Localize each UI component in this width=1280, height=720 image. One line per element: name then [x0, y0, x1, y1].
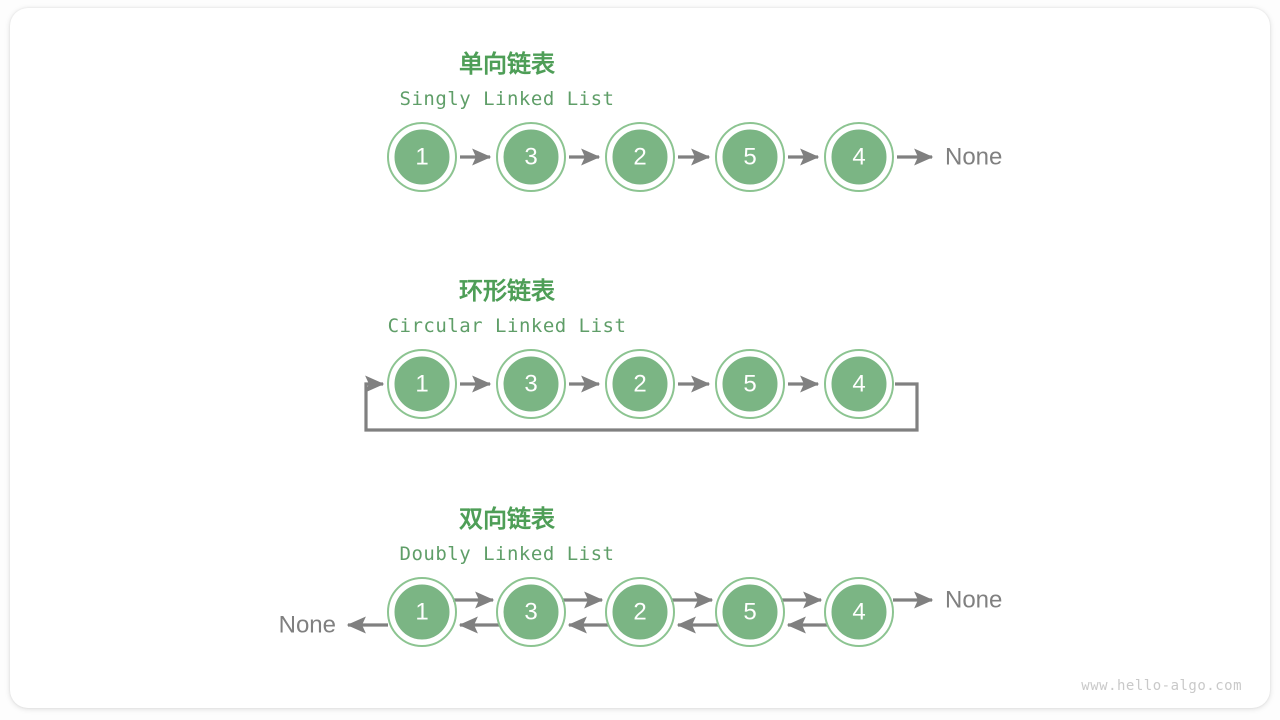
node-label: 5	[743, 371, 756, 398]
list-node[interactable]: 5	[715, 122, 785, 192]
list-node[interactable]: 4	[824, 349, 894, 419]
node-label: 2	[633, 144, 646, 171]
section-doubly: 双向链表 Doubly Linked List	[279, 505, 1002, 647]
node-label: 2	[633, 599, 646, 626]
list-node[interactable]: 2	[605, 349, 675, 419]
list-node[interactable]: 4	[824, 577, 894, 647]
node-label: 1	[415, 371, 428, 398]
list-node[interactable]: 1	[387, 122, 457, 192]
node-label: 2	[633, 371, 646, 398]
node-label: 4	[852, 144, 865, 171]
node-label: 4	[852, 371, 865, 398]
section-singly: 单向链表 Singly Linked List 1	[387, 50, 1002, 192]
node-label: 3	[524, 144, 537, 171]
list-node[interactable]: 3	[496, 577, 566, 647]
section-title-cn-singly: 单向链表	[459, 50, 556, 78]
list-node[interactable]: 5	[715, 349, 785, 419]
circular-loopback-path	[364, 375, 919, 432]
list-node[interactable]: 3	[496, 349, 566, 419]
node-label: 4	[852, 599, 865, 626]
nodes-circular: 1 3 2 5	[387, 349, 894, 419]
section-title-cn-circular: 环形链表	[459, 277, 556, 305]
links-circular	[364, 375, 919, 432]
tail-none-label: None	[945, 144, 1002, 171]
list-node[interactable]: 1	[387, 577, 457, 647]
list-node[interactable]: 1	[387, 349, 457, 419]
list-node[interactable]: 2	[605, 122, 675, 192]
section-title-en-doubly: Doubly Linked List	[400, 543, 615, 565]
list-node[interactable]: 2	[605, 577, 675, 647]
tail-none-label: None	[945, 587, 1002, 614]
section-title-en-singly: Singly Linked List	[400, 88, 615, 110]
section-circular: 环形链表 Circular Linked List 1 3	[364, 277, 919, 432]
node-label: 3	[524, 599, 537, 626]
list-node[interactable]: 5	[715, 577, 785, 647]
node-label: 5	[743, 144, 756, 171]
list-node[interactable]: 4	[824, 122, 894, 192]
nodes-doubly: 1 3 2 5	[387, 577, 894, 647]
node-label: 1	[415, 144, 428, 171]
node-label: 3	[524, 371, 537, 398]
node-label: 5	[743, 599, 756, 626]
head-none-label: None	[279, 612, 336, 639]
section-title-cn-doubly: 双向链表	[459, 505, 556, 533]
nodes-singly: 1 3 2 5	[387, 122, 894, 192]
list-node[interactable]: 3	[496, 122, 566, 192]
section-title-en-circular: Circular Linked List	[388, 315, 627, 337]
node-label: 1	[415, 599, 428, 626]
watermark-label: www.hello-algo.com	[1081, 678, 1242, 694]
